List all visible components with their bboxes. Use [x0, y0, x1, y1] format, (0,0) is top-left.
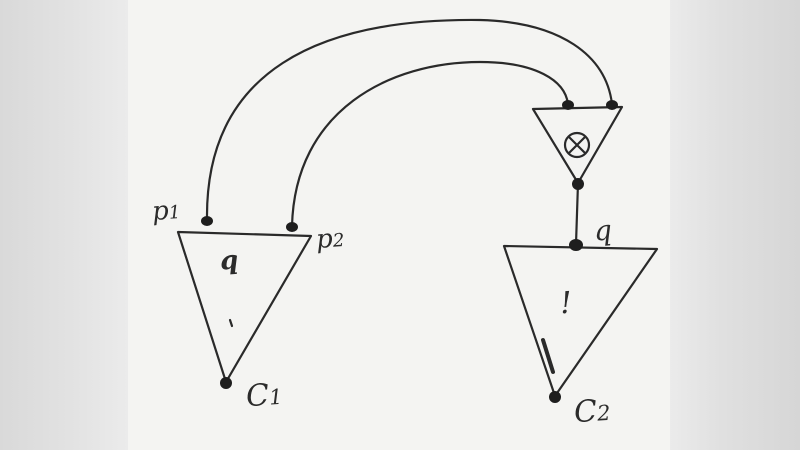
- port-p2-dot: [286, 222, 298, 232]
- triangle-c1: [176, 230, 313, 384]
- label-c1-sub: 1: [268, 384, 284, 410]
- circle-cross-lines: [567, 135, 587, 155]
- wire-p1-arc: [205, 18, 614, 222]
- label-c2-main: C: [572, 393, 599, 431]
- inner-mark-c2: [541, 338, 555, 374]
- label-c1-main: C: [244, 377, 271, 415]
- label-c1: C1: [244, 377, 284, 415]
- operator-triangle: [531, 105, 624, 185]
- root-c1-dot: [220, 377, 232, 389]
- label-c2: C2: [572, 393, 612, 431]
- wire-operator-to-q: [574, 181, 580, 246]
- operator-output-dot: [572, 178, 584, 190]
- label-q-output: q: [592, 213, 614, 248]
- label-p1: p1: [151, 195, 181, 227]
- label-inner-q: q: [218, 245, 240, 277]
- port-p1-dot: [201, 216, 213, 226]
- right-blurred-margin: [670, 0, 800, 450]
- label-p1-sub: 1: [168, 202, 182, 224]
- label-inner-bang: !: [558, 285, 574, 322]
- label-c2-sub: 2: [596, 400, 612, 426]
- root-c2-dot: [549, 391, 561, 403]
- triangle-c2: [502, 244, 659, 398]
- operator-input-left-dot: [562, 100, 574, 110]
- operator-input-right-dot: [606, 100, 618, 110]
- label-p2: p2: [315, 223, 345, 255]
- label-p2-main: p: [314, 223, 334, 255]
- left-blurred-margin: [0, 0, 128, 450]
- port-q-dot: [569, 239, 583, 251]
- label-p2-sub: 2: [332, 230, 346, 252]
- wire-p2-arc: [290, 60, 570, 228]
- inner-mark-c1: [228, 318, 234, 328]
- label-p1-main: p: [150, 195, 170, 227]
- circle-cross-ring: [563, 131, 591, 159]
